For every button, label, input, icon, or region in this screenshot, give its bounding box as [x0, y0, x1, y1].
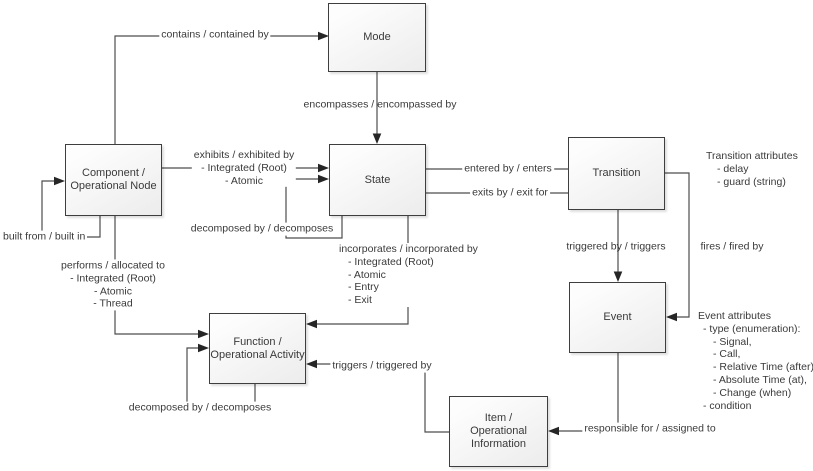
note-transition-attributes-line2: - delay [717, 162, 749, 175]
edge-label-exhibits-line3: - Atomic [225, 174, 263, 187]
box-item-label-line1: Item / [484, 412, 513, 424]
box-function-operational-activity: Function / Operational Activity [209, 313, 306, 384]
edge-label-performs: performs / allocated to - Integrated (Ro… [59, 259, 167, 311]
box-item-label-line3: Information [470, 438, 527, 450]
box-state: State [329, 144, 426, 216]
box-item-operational-information: Item / Operational Information [449, 396, 548, 467]
edge-state-decomposed-arrowhead [318, 174, 329, 184]
box-transition: Transition [568, 137, 665, 210]
note-event-attributes: Event attributes - type (enumeration): -… [698, 310, 813, 412]
note-transition-attributes-title: Transition attributes [706, 150, 798, 162]
edge-performs-arrowhead [198, 329, 209, 339]
edge-label-performs-line1: performs / allocated to [61, 259, 165, 272]
edge-triggered-by-arrowhead [613, 271, 623, 282]
box-transition-label: Transition [592, 167, 641, 179]
edge-label-incorporates-line2: - Integrated (Root) [348, 255, 434, 268]
edge-function-decomposed-arrowhead [198, 343, 209, 353]
box-mode: Mode [328, 3, 426, 72]
note-transition-attributes-line3: - guard (string) [717, 175, 786, 188]
edge-exhibits-arrowhead [318, 163, 329, 173]
edge-label-incorporates-line4: - Entry [348, 281, 379, 294]
edge-responsible-line [558, 353, 619, 432]
note-event-attributes-line7: - Change (when) [713, 386, 792, 399]
box-event-label: Event [603, 311, 632, 323]
edge-label-exhibits-line2: - Integrated (Root) [201, 161, 287, 174]
edge-performs-line [114, 216, 200, 335]
edge-label-contains: contains / contained by [159, 28, 271, 42]
edge-label-function-decomposed: decomposed by / decomposes [126, 401, 274, 415]
edge-contains-line [114, 35, 319, 144]
edge-label-entered-by: entered by / enters [462, 162, 554, 176]
edge-label-performs-line2: - Integrated (Root) [70, 272, 156, 285]
edge-label-exhibits: exhibits / exhibited by - Integrated (Ro… [191, 148, 297, 188]
edge-label-incorporates-line1: incorporates / incorporated by [339, 243, 478, 255]
edge-triggers-arrowhead [306, 359, 317, 369]
edge-fires-line [665, 172, 690, 318]
edge-label-encompasses: encompasses / encompassed by [303, 98, 457, 111]
note-event-attributes-line8: - condition [703, 399, 752, 412]
note-event-attributes-line6: - Absolute Time (at), [713, 373, 807, 386]
edge-incorporates-arrowhead [306, 319, 317, 329]
edge-encompasses-arrowhead [372, 133, 382, 144]
note-event-attributes-line4: - Call, [713, 348, 741, 361]
edge-contains-arrowhead [318, 31, 329, 41]
box-state-label: State [364, 173, 391, 186]
edge-label-state-decomposed: decomposed by / decomposes [188, 222, 336, 236]
note-event-attributes-line2: - type (enumeration): [703, 322, 801, 335]
edge-responsible-arrowhead [548, 426, 559, 436]
edge-label-fires: fires / fired by [700, 240, 764, 253]
edge-label-exits-by: exits by / exit for [470, 186, 550, 200]
box-component-label-line2: Operational Node [70, 180, 157, 192]
edge-triggers-line [316, 363, 449, 433]
edge-label-performs-line3: - Atomic [94, 285, 132, 297]
edge-label-triggered-by: triggered by / triggers [566, 240, 666, 253]
box-component-operational-node: Component / Operational Node [65, 144, 162, 216]
edge-label-triggers: triggers / triggered by [330, 359, 434, 373]
edge-label-performs-line4: - Thread [93, 297, 133, 310]
edge-built-from-arrowhead [54, 176, 65, 186]
edge-label-built-from: built from / built in [1, 230, 88, 244]
edge-label-responsible: responsible for / assigned to [582, 422, 718, 436]
edge-state-decomposed-line [285, 178, 343, 239]
box-function-label-line2: Operational Activity [210, 348, 305, 361]
edge-label-incorporates-line5: - Exit [348, 294, 372, 307]
edge-label-incorporates: incorporates / incorporated by - Integra… [337, 243, 480, 307]
edge-label-incorporates-line3: - Atomic [348, 268, 386, 281]
box-event: Event [569, 282, 666, 353]
edge-fires-arrowhead [666, 312, 677, 322]
box-mode-label: Mode [363, 31, 391, 43]
box-component-label-line1: Component / [82, 167, 145, 179]
box-item-label-line2: Operational [470, 425, 527, 437]
box-function-label-line1: Function / [233, 335, 282, 348]
note-transition-attributes: Transition attributes - delay - guard (s… [706, 150, 798, 188]
note-event-attributes-line5: - Relative Time (after), [713, 361, 813, 374]
note-event-attributes-title: Event attributes [698, 310, 771, 322]
note-event-attributes-line3: - Signal, [713, 335, 752, 348]
edge-label-exhibits-line1: exhibits / exhibited by [193, 148, 295, 161]
